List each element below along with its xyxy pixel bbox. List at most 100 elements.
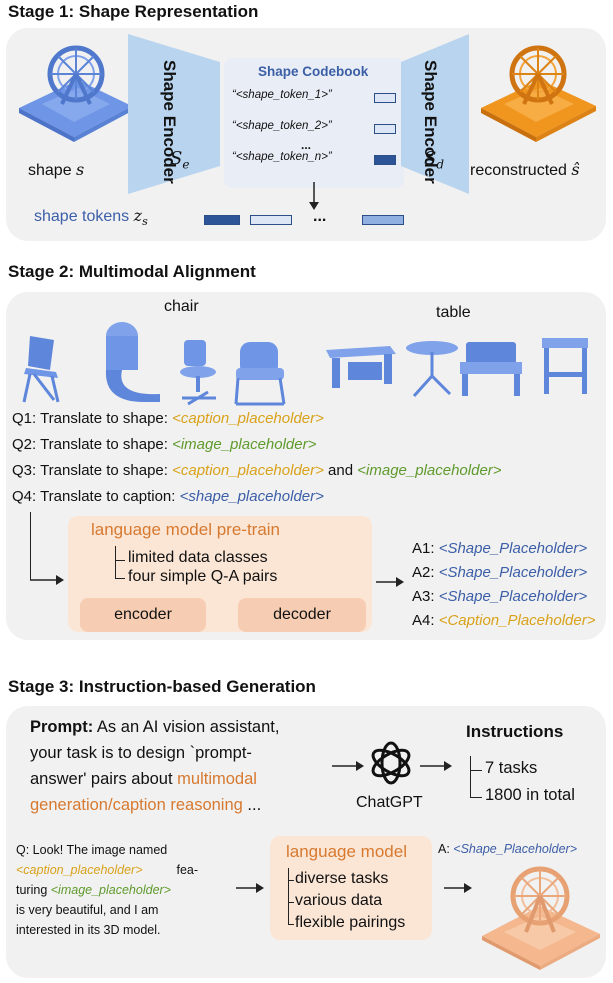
a3-value: <Shape_Placeholder> (438, 588, 588, 605)
decoder-var-sub: d (436, 157, 445, 172)
ferris-wheel-shape-orange (481, 45, 596, 142)
q1-caption-placeholder: <caption_placeholder> (172, 410, 324, 427)
prompt-l4b: ... (242, 796, 262, 814)
shape-tokens-var: z (133, 206, 143, 225)
prompt-bold: Prompt: (30, 718, 94, 736)
chatgpt-logo-icon (371, 741, 411, 785)
prompt-l4a: generation/caption reasoning (30, 796, 243, 814)
a2-value: <Shape_Placeholder> (438, 564, 588, 581)
shape-tokens-ellipsis: ... (313, 208, 327, 225)
q-line-3: turing <image_placeholder> (16, 880, 198, 900)
table-label: table (436, 304, 471, 321)
shape-tokens-label-text: shape tokens (34, 208, 130, 225)
instructions-tree-h2 (470, 797, 482, 798)
stage3-answer: A: <Shape_Placeholder> (438, 842, 577, 856)
decoder-label: Shape Encoder (421, 60, 440, 184)
instructions-item-1: 7 tasks (485, 759, 538, 777)
q-image-placeholder: <image_placeholder> (50, 883, 171, 897)
reconstructed-var: ŝ (571, 160, 580, 179)
prompt-line-4: generation/caption reasoning ... (30, 792, 279, 818)
q2-image-placeholder: <image_placeholder> (172, 436, 317, 453)
decoder-box (238, 598, 366, 632)
lm-tree-h2 (288, 902, 294, 903)
q4-prefix: Q4: Translate to caption: (12, 488, 180, 505)
q-connector-arrow (30, 575, 64, 585)
q-line-2: <caption_placeholder>fea- (16, 860, 198, 880)
answer-a4: A4: <Caption_Placeholder> (412, 612, 595, 629)
decoder-var-s: S (424, 148, 437, 169)
q-to-lm-arrow (236, 883, 264, 893)
stage3-title: Stage 3: Instruction-based Generation (8, 677, 316, 696)
question-q2: Q2: Translate to shape: <image_placehold… (12, 436, 316, 453)
a2-prefix: A2: (412, 564, 439, 581)
question-q1: Q1: Translate to shape: <caption_placeho… (12, 410, 324, 427)
q-line-5: interested in its 3D model. (16, 923, 161, 937)
stage3-answer-value: <Shape_Placeholder> (453, 842, 578, 856)
shape-var: s (76, 160, 85, 179)
lm-pretrain-item-1: limited data classes (128, 549, 268, 566)
q-line-1: Q: Look! The image named (16, 843, 168, 857)
chair-shapes (22, 322, 286, 406)
prompt-line-3: answer' pairs about multimodal (30, 766, 279, 792)
lm-pretrain-title: language model pre-train (91, 520, 281, 539)
encoder-box (80, 598, 206, 632)
codebook-token-1-bar (374, 93, 396, 103)
q3-caption-placeholder: <caption_placeholder> (172, 462, 324, 479)
decoder-box-label: decoder (273, 606, 331, 623)
chair-label: chair (164, 298, 199, 315)
stage1-title: Stage 1: Shape Representation (8, 2, 259, 21)
encoder-var-s: S (170, 148, 183, 169)
prompt-block: Prompt: As an AI vision assistant, your … (30, 714, 279, 818)
q3-prefix: Q3: Translate to shape: (12, 462, 173, 479)
q3-and: and (323, 462, 358, 479)
codebook-title: Shape Codebook (258, 64, 369, 79)
lm-tree-h1 (288, 880, 294, 881)
instructions-item-2: 1800 in total (485, 786, 575, 804)
a1-prefix: A1: (412, 540, 439, 557)
lm-title: language model (286, 842, 407, 861)
lm-pretrain-tree-vertical (115, 546, 116, 578)
instructions-tree-vertical (470, 756, 471, 798)
prompt-line-1: Prompt: As an AI vision assistant, (30, 714, 279, 740)
lm-tree-vertical (288, 868, 289, 924)
table-shapes (326, 338, 588, 398)
chatgpt-to-instructions-arrow (420, 761, 452, 771)
q-line-3-prefix: turing (16, 883, 51, 897)
shape-label-text: shape (28, 162, 72, 179)
encoder-var: Se (170, 148, 189, 172)
codebook-token-n-bar (374, 155, 396, 165)
codebook-token-n: “<shape_token_n>” (232, 151, 332, 163)
q3-image-placeholder: <image_placeholder> (357, 462, 502, 479)
prompt-l3b: multimodal (177, 770, 257, 788)
question-q4: Q4: Translate to caption: <shape_placeho… (12, 488, 324, 505)
codebook-token-1: “<shape_token_1>” (232, 89, 332, 101)
shape-token-bar-2 (250, 215, 292, 225)
codebook-ellipsis: ... (301, 138, 312, 152)
prompt-l1: As an AI vision assistant, (93, 718, 280, 736)
a4-prefix: A4: (412, 612, 439, 629)
prompt-l3a: answer' pairs about (30, 770, 178, 788)
codebook-token-2: “<shape_token_2>” (232, 120, 332, 132)
chatgpt-label: ChatGPT (356, 794, 423, 811)
lm-to-answers-arrow (376, 577, 404, 587)
lm-pretrain-tree-h2 (115, 578, 125, 579)
answer-a3: A3: <Shape_Placeholder> (412, 588, 587, 605)
lm-pretrain-item-2: four simple Q-A pairs (128, 568, 278, 585)
codebook-box (224, 58, 404, 188)
q1-prefix: Q1: Translate to shape: (12, 410, 173, 427)
q2-prefix: Q2: Translate to shape: (12, 436, 173, 453)
shape-encoder-block (128, 34, 220, 194)
stage3-answer-prefix: A: (438, 842, 454, 856)
lm-pretrain-tree-h1 (115, 560, 125, 561)
a4-value: <Caption_Placeholder> (438, 612, 596, 629)
lm-tree-h3 (288, 924, 294, 925)
encoder-label: Shape Encoder (160, 60, 179, 184)
reconstructed-label-text: reconstructed (470, 162, 567, 179)
encoder-var-sub: e (182, 157, 190, 172)
shape-label: shape s (28, 160, 84, 180)
stage2-title: Stage 2: Multimodal Alignment (8, 262, 256, 281)
lm-to-answer-arrow (444, 883, 472, 893)
shape-decoder-block (401, 34, 469, 194)
lm-item-2: various data (295, 892, 383, 909)
codebook-down-arrow (309, 182, 319, 210)
